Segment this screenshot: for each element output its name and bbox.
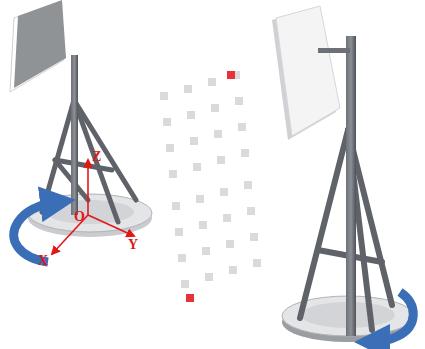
array-element — [229, 266, 237, 274]
panel-antenna — [14, 0, 66, 88]
array-element — [226, 240, 234, 248]
panel-antenna — [276, 6, 340, 136]
array-element — [238, 123, 246, 131]
mast — [346, 36, 356, 336]
array-element — [244, 181, 252, 189]
array-element — [211, 104, 219, 112]
array-element — [190, 137, 198, 145]
antenna-array — [160, 71, 261, 288]
array-element — [172, 202, 180, 210]
axis-label: X — [38, 254, 48, 268]
origin-label: O — [74, 210, 85, 224]
array-element — [166, 144, 174, 152]
turntable-inner — [46, 200, 134, 224]
array-element — [220, 188, 228, 196]
array-element — [247, 207, 255, 215]
left-antenna-stand — [10, 0, 152, 237]
array-element — [250, 233, 258, 241]
array-element — [235, 97, 243, 105]
red-element — [227, 71, 235, 79]
mast — [71, 55, 78, 215]
array-element — [160, 92, 168, 100]
array-element — [199, 221, 207, 229]
array-element — [214, 130, 222, 138]
right-antenna-stand — [272, 6, 414, 342]
rotation-arrow — [14, 202, 58, 262]
array-element — [253, 259, 261, 267]
array-element — [178, 254, 186, 262]
array-element — [217, 156, 225, 164]
axis-label: Z — [92, 150, 101, 164]
array-element — [208, 78, 216, 86]
rotation-arrow — [372, 292, 413, 342]
array-element — [181, 280, 189, 288]
array-element — [193, 163, 201, 171]
red-element — [186, 294, 194, 302]
array-element — [169, 170, 177, 178]
array-element — [196, 195, 204, 203]
array-element — [187, 111, 195, 119]
mount-arm — [318, 48, 350, 53]
array-element — [241, 149, 249, 157]
array-element — [163, 118, 171, 126]
coordinate-axes — [52, 160, 134, 254]
array-element — [223, 214, 231, 222]
array-element — [205, 273, 213, 281]
axis-label: Y — [128, 238, 138, 252]
array-element — [175, 228, 183, 236]
array-element — [184, 85, 192, 93]
array-element — [202, 247, 210, 255]
